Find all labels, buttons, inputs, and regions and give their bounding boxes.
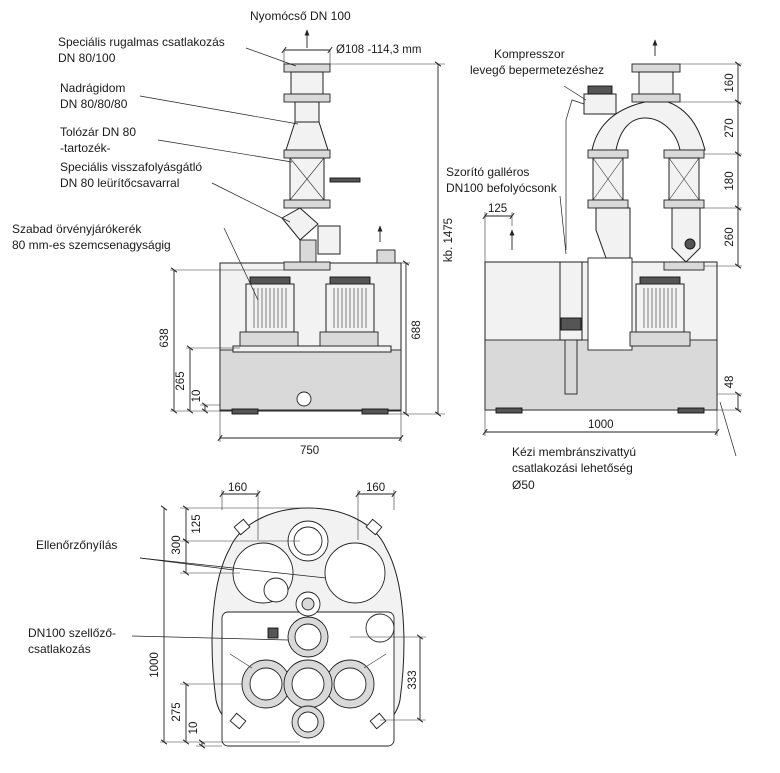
front-foot-right — [361, 408, 389, 415]
dim-270-side: 270 — [724, 118, 736, 137]
label-trouser-piece: Nadrágidom — [60, 81, 125, 95]
side-pipe-column — [587, 63, 706, 271]
top-vent-port — [365, 613, 395, 643]
label-pressure-pipe: Nyomócső DN 100 — [250, 9, 351, 23]
front-pipe-column — [281, 63, 361, 271]
label-compressor-detail: levegő bepermetezéshez — [470, 63, 604, 77]
side-inlet-pipe — [564, 339, 578, 395]
side-view: Kompresszor levegő bepermetezéshez Szorí… — [446, 39, 742, 492]
dim-160-side: 160 — [724, 73, 736, 92]
dim-125-top: 125 — [191, 514, 203, 533]
front-view: Nyomócső DN 100 Speciális rugalmas csatl… — [12, 9, 455, 457]
side-inner-panel — [587, 257, 633, 351]
dim-688: 688 — [411, 320, 423, 339]
front-foot-left — [231, 408, 259, 415]
front-base-plate — [232, 345, 392, 353]
top-dimensions — [160, 490, 426, 749]
dim-180-side: 180 — [724, 171, 736, 190]
dim-260-side: 260 — [724, 227, 736, 246]
dim-333-top: 333 — [407, 670, 419, 689]
dim-638: 638 — [159, 328, 171, 347]
label-inspection-opening: Ellenőrzőnyílás — [36, 538, 117, 552]
dim-265: 265 — [175, 371, 187, 390]
front-port — [296, 391, 312, 407]
dim-300-top: 300 — [171, 535, 183, 554]
side-motor — [629, 276, 691, 347]
side-dimensions — [482, 61, 742, 436]
front-leaders — [139, 47, 299, 301]
label-vent-connection: DN100 szellőző- — [28, 626, 116, 640]
dim-1000-side: 1000 — [588, 419, 614, 431]
side-inlet-clamp — [560, 317, 582, 331]
dim-750: 750 — [300, 445, 319, 457]
label-flexible-coupling-size: DN 80/100 — [58, 51, 116, 65]
label-vortex-impeller-detail: 80 mm-es szemcsenagyságig — [12, 238, 171, 252]
dim-10-front: 10 — [191, 390, 203, 403]
dim-total-height: kb. 1475 — [443, 218, 455, 262]
label-clamp-collar-detail: DN100 befolyócsonk — [446, 181, 558, 195]
front-motor-left — [239, 276, 299, 347]
dim-10-top: 10 — [188, 722, 200, 735]
label-clamp-collar: Szorító galléros — [446, 165, 529, 179]
label-trouser-piece-size: DN 80/80/80 — [60, 97, 128, 111]
label-manual-pump: Kézi membránszivattyú — [512, 445, 636, 459]
label-check-valve-detail: DN 80 leürítőcsavarral — [60, 176, 179, 190]
label-vortex-impeller: Szabad örvényjárókerék — [12, 222, 142, 236]
top-view: Ellenőrzőnyílás DN100 szellőző- csatlako… — [28, 482, 426, 749]
label-gate-valve: Tolózár DN 80 — [60, 125, 136, 139]
label-check-valve: Speciális visszafolyásgátló — [60, 160, 202, 174]
dim-48-side: 48 — [724, 376, 736, 389]
dim-pipe-diameter: Ø108 -114,3 mm — [336, 44, 421, 56]
dim-160-top-right: 160 — [366, 482, 385, 494]
label-vent-connection-detail: csatlakozás — [28, 642, 91, 656]
top-inspection-right — [324, 542, 386, 604]
front-motor-right — [319, 276, 379, 347]
front-compressor-box — [376, 249, 396, 264]
side-tank-lower — [484, 339, 718, 411]
side-compressor — [583, 93, 617, 115]
side-foot-left — [495, 407, 523, 414]
label-compressor: Kompresszor — [494, 47, 565, 61]
label-gate-valve-accessory: -tartozék- — [60, 141, 111, 155]
label-manual-pump-detail: csatlakozási lehetőség — [512, 461, 633, 475]
side-foot-right — [677, 407, 705, 414]
side-leaders — [559, 85, 737, 457]
dim-125-side: 125 — [488, 203, 507, 215]
dim-160-top-left: 160 — [228, 482, 247, 494]
dim-1000-top: 1000 — [149, 652, 161, 678]
label-manual-pump-size: Ø50 — [512, 478, 535, 492]
top-leaders — [131, 557, 327, 641]
label-flexible-coupling: Speciális rugalmas csatlakozás — [58, 35, 225, 49]
front-dimensions — [170, 46, 445, 442]
dim-275-top: 275 — [171, 702, 183, 721]
